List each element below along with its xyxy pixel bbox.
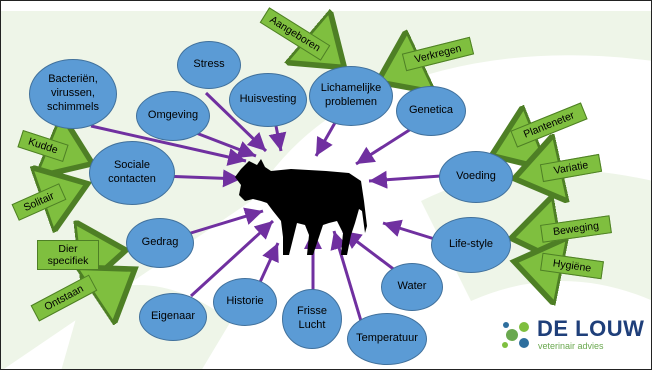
bubble-gedrag: Gedrag <box>126 218 194 268</box>
bubble-bacterien: Bacteriën, virussen, schimmels <box>29 59 117 129</box>
bubble-lifestyle: Life-style <box>431 217 511 273</box>
arrow-temperatuur <box>330 230 363 322</box>
bubble-stress: Stress <box>177 41 241 89</box>
arrow-water <box>342 229 397 273</box>
green-arrow-kudde <box>69 154 86 161</box>
bubble-sociale: Sociale contacten <box>89 141 175 205</box>
arrow-lichamelijk <box>314 120 338 157</box>
green-arrow-ontstaan <box>111 273 129 285</box>
bubble-temperatuur: Temperatuur <box>347 313 427 365</box>
bubble-eigenaar: Eigenaar <box>139 293 207 341</box>
logo-subtitle: veterinair advies <box>538 341 604 351</box>
bubble-omgeving: Omgeving <box>136 91 210 141</box>
bubble-lichamelijk: Lichamelijke problemen <box>309 66 393 126</box>
logo-name: DE LOUW <box>537 316 645 341</box>
green-arrow-beweging <box>518 233 541 237</box>
bubble-frisse: Frisse Lucht <box>282 289 342 349</box>
arrow-omgeving <box>190 129 257 158</box>
tag-dier-specifiek: Dier specifiek <box>37 240 99 271</box>
arrow-eigenaar <box>189 219 275 298</box>
green-arrow-solitair <box>61 186 81 193</box>
bubble-genetica: Genetica <box>396 86 466 136</box>
arrow-genetica <box>355 127 412 166</box>
green-arrow-verkregen <box>384 71 401 79</box>
bubble-water: Water <box>381 263 443 311</box>
arrow-stress <box>204 91 268 153</box>
green-arrow-dier <box>101 251 119 253</box>
bubble-historie: Historie <box>213 278 277 326</box>
green-arrow-planteneter <box>498 147 513 153</box>
bubble-huisvesting: Huisvesting <box>229 73 307 127</box>
arrow-gedrag <box>180 207 264 238</box>
green-arrow-variatie <box>521 173 539 177</box>
arrow-voeding <box>368 170 442 189</box>
arrow-huisvesting <box>268 125 287 152</box>
arrow-bacterien <box>90 124 247 166</box>
bubble-voeding: Voeding <box>439 151 513 203</box>
cow-silhouette <box>235 159 367 255</box>
de-louw-logo-icon <box>502 322 529 348</box>
green-arrow-hygiene <box>521 263 541 267</box>
